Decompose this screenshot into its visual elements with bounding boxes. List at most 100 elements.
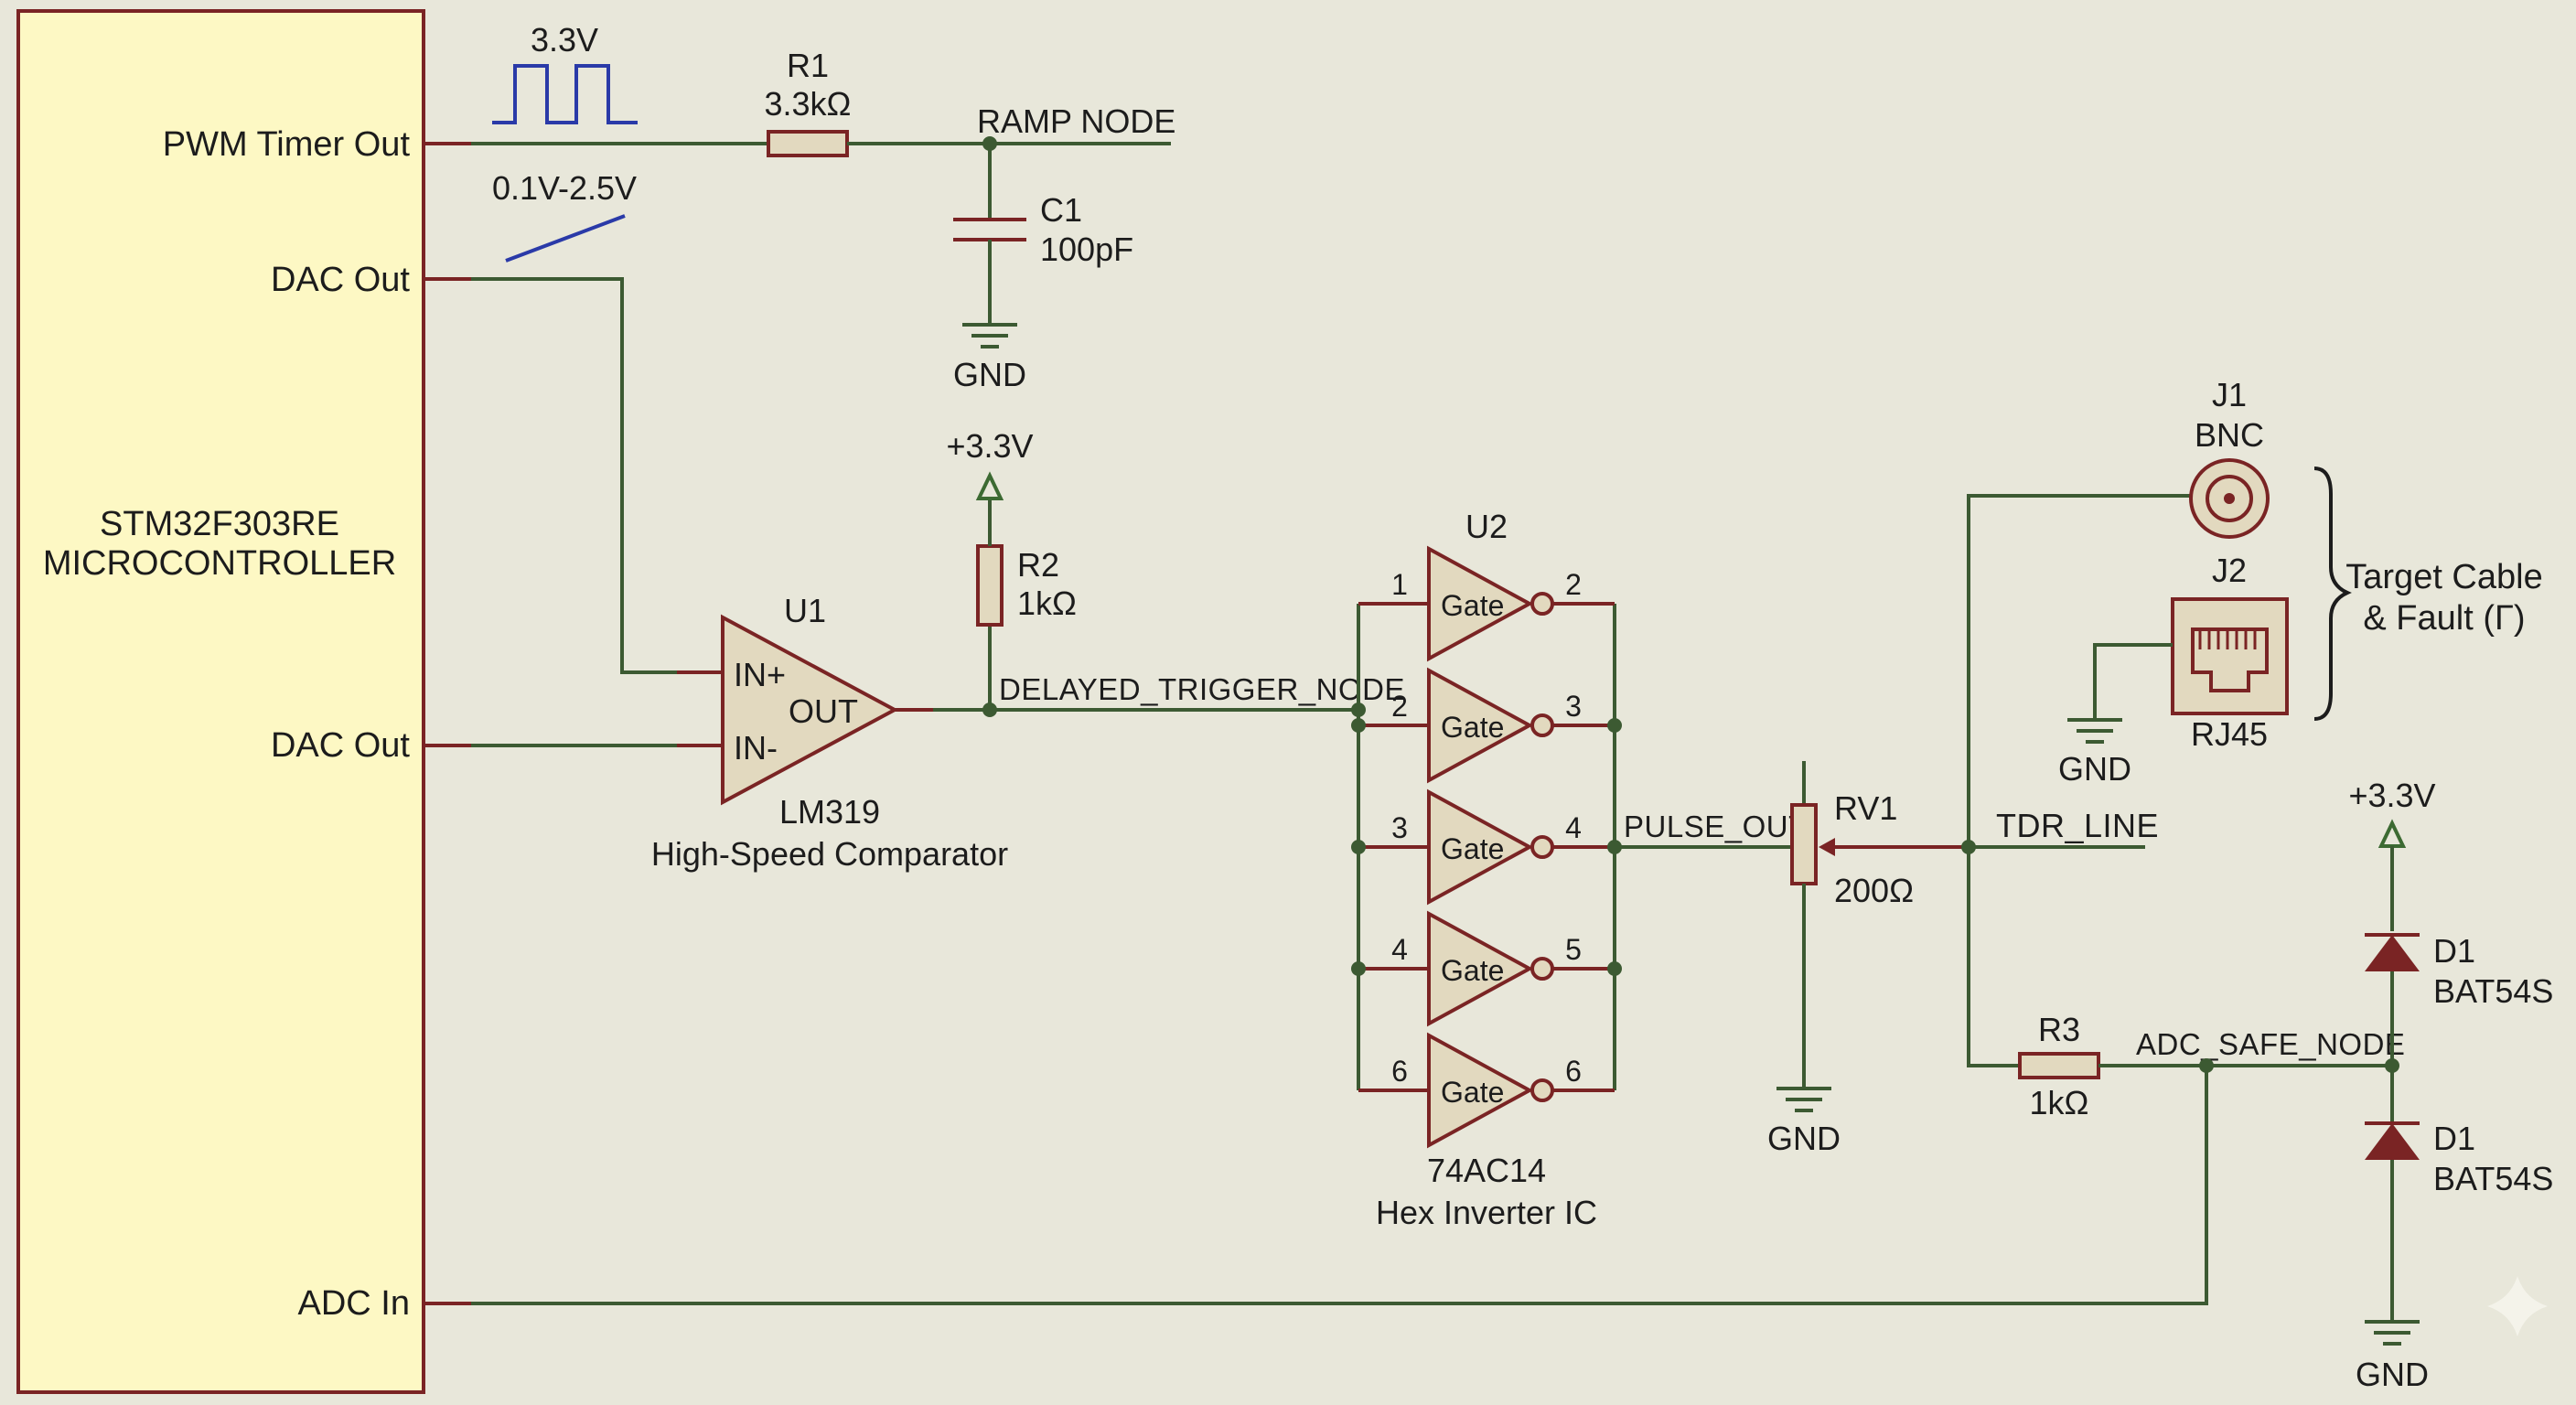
wire-tdr-r3 (1967, 847, 2020, 1067)
r2-ref: R2 (1017, 546, 1059, 584)
rv1-potentiometer (1790, 803, 1818, 885)
mcu-pin-dac1: DAC Out (271, 261, 410, 299)
wire-adc-in (471, 1066, 2208, 1305)
j2-ref: J2 (2212, 552, 2247, 589)
u1-part: LM319 (779, 793, 880, 831)
r1-resistor (767, 130, 849, 157)
mcu-pin-adc: ADC In (298, 1284, 410, 1323)
junction-u2-in-d (1351, 961, 1366, 976)
u1-desc: High-Speed Comparator (651, 835, 1008, 873)
mcu-pin-dac2: DAC Out (271, 726, 410, 765)
u2-gate-3-label: Gate (1441, 832, 1504, 865)
u2-desc: Hex Inverter IC (1376, 1194, 1597, 1231)
junction-u2-out-a (1607, 718, 1622, 733)
wire-j2-gnd (2093, 643, 2173, 720)
rv1-ref: RV1 (1834, 789, 1897, 827)
d1-vcc-icon (2377, 819, 2407, 848)
rv1-value: 200Ω (1834, 872, 1914, 909)
u2-gate-2 (1358, 667, 1615, 784)
pwm-amplitude-label: 3.3V (531, 21, 598, 59)
r3-ref: R3 (2038, 1011, 2080, 1048)
wire-tdr-bnc (1967, 494, 2191, 847)
u2-gate-2-in-pin: 2 (1391, 690, 1408, 723)
u2-part: 74AC14 (1427, 1152, 1546, 1189)
dac-ramp-icon (505, 214, 626, 263)
pwm-square-wave-icon (492, 64, 638, 124)
u2-gate-5-out-pin: 6 (1565, 1055, 1582, 1088)
mcu-block (16, 9, 425, 1394)
u2-gate-4-in-pin: 4 (1391, 933, 1408, 966)
dac-range-label: 0.1V-2.5V (492, 169, 637, 207)
j1-type: BNC (2195, 416, 2264, 454)
r1-value: 3.3kΩ (765, 85, 852, 123)
d1a-diode-icon (2365, 933, 2420, 971)
d1b-ref: D1 (2433, 1120, 2475, 1157)
d1a-part: BAT54S (2433, 972, 2553, 1010)
j2-ground-icon (2067, 718, 2122, 744)
u2-gate-3-out-pin: 4 (1565, 811, 1582, 844)
d1a-ref: D1 (2433, 932, 2475, 970)
u1-comparator (721, 614, 899, 806)
d1-gnd-label: GND (2356, 1356, 2429, 1393)
rv1-gnd-label: GND (1767, 1120, 1841, 1157)
j2-rj45-connector-icon (2171, 597, 2289, 715)
net-delayed-label: DELAYED_TRIGGER_NODE (999, 672, 1405, 706)
u2-gate-3 (1358, 788, 1615, 906)
j1-bnc-connector-icon (2189, 458, 2270, 539)
r3-resistor (2018, 1052, 2100, 1079)
u1-ref: U1 (784, 592, 826, 629)
mcu-name-line1: STM32F303RE (100, 505, 339, 543)
u2-gate-5-label: Gate (1441, 1076, 1504, 1109)
net-pulse-label: PULSE_OUT (1624, 810, 1808, 843)
u2-gate-2-out-pin: 3 (1565, 690, 1582, 723)
u2-gate-5 (1358, 1032, 1615, 1149)
target-bracket (2313, 467, 2352, 721)
u2-gate-1-out-pin: 2 (1565, 568, 1582, 601)
j2-gnd-label: GND (2058, 750, 2131, 788)
j2-type: RJ45 (2191, 715, 2268, 753)
net-tdr-label: TDR_LINE (1996, 807, 2159, 844)
junction-u2-in-a (1351, 702, 1366, 717)
u1-out-label: OUT (789, 692, 858, 730)
u2-gate-1-in-pin: 1 (1391, 568, 1408, 601)
sparkle-icon (2487, 1276, 2548, 1336)
r2-vcc-label: +3.3V (946, 427, 1033, 465)
rv1-wiper-arrow-icon (1819, 838, 1835, 856)
r2-vcc-icon (975, 471, 1004, 500)
c1-value: 100pF (1040, 231, 1133, 268)
u2-gate-4-out-pin: 5 (1565, 933, 1582, 966)
rv1-ground-icon (1776, 1087, 1831, 1112)
d1-ground-icon (2365, 1320, 2420, 1346)
u2-gate-3-in-pin: 3 (1391, 811, 1408, 844)
net-adc-safe-label: ADC_SAFE_NODE (2136, 1027, 2405, 1061)
u2-gate-4-label: Gate (1441, 954, 1504, 987)
r1-ref: R1 (787, 47, 829, 84)
d1b-part: BAT54S (2433, 1160, 2553, 1197)
mcu-pin-pwm: PWM Timer Out (163, 125, 411, 164)
junction-u2-in-b (1351, 718, 1366, 733)
d1b-diode-icon (2365, 1121, 2420, 1160)
r3-value: 1kΩ (2030, 1084, 2089, 1121)
r2-resistor (976, 544, 1004, 627)
wire-dac1-inplus (471, 277, 723, 674)
u2-gate-1-label: Gate (1441, 589, 1504, 622)
u2-ref: U2 (1465, 508, 1508, 545)
u2-gate-2-label: Gate (1441, 711, 1504, 744)
u1-in-minus-label: IN- (734, 729, 778, 767)
j1-ref: J1 (2212, 376, 2247, 413)
r2-value: 1kΩ (1017, 585, 1077, 622)
u2-gate-5-in-pin: 6 (1391, 1055, 1408, 1088)
c1-gnd-label: GND (953, 356, 1026, 393)
target-line1: Target Cable (2345, 558, 2542, 596)
c1-ref: C1 (1040, 191, 1082, 229)
u2-gate-1 (1358, 545, 1615, 662)
mcu-name-line2: MICROCONTROLLER (43, 544, 396, 583)
target-line2: & Fault (Γ) (2363, 599, 2525, 638)
net-ramp-label: RAMP NODE (977, 102, 1175, 140)
u2-gate-4 (1358, 910, 1615, 1027)
d1-vcc-label: +3.3V (2348, 777, 2435, 814)
junction-u2-in-c (1351, 840, 1366, 854)
c1-ground-icon (962, 323, 1017, 349)
u1-in-plus-label: IN+ (734, 656, 786, 693)
